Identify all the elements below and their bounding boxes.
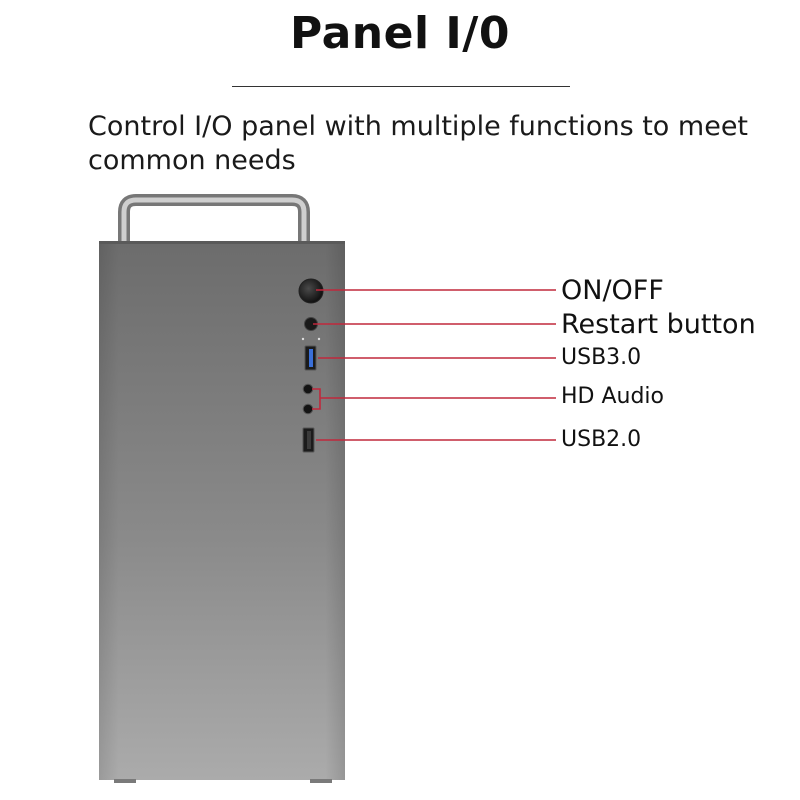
case-handle <box>118 194 310 244</box>
leader-lines <box>312 289 556 441</box>
callout-usb3: USB3.0 <box>561 345 642 370</box>
title-divider <box>232 86 570 87</box>
case-foot-right <box>310 779 332 783</box>
callout-on-off: ON/OFF <box>561 275 664 306</box>
usb2-port-icon <box>302 427 315 453</box>
usb3-port-icon <box>304 345 317 371</box>
callout-usb2: USB2.0 <box>561 427 642 452</box>
power-button-icon <box>298 278 324 304</box>
case-foot-left <box>114 779 136 783</box>
page-title: Panel I/0 <box>290 8 510 59</box>
audio-jack-icon <box>302 383 314 415</box>
leader-line-hd-audio <box>312 388 556 410</box>
callout-hd-audio: HD Audio <box>561 384 665 409</box>
callout-restart-button: Restart button <box>561 309 756 340</box>
page-subtitle: Control I/O panel with multiple function… <box>88 111 749 176</box>
